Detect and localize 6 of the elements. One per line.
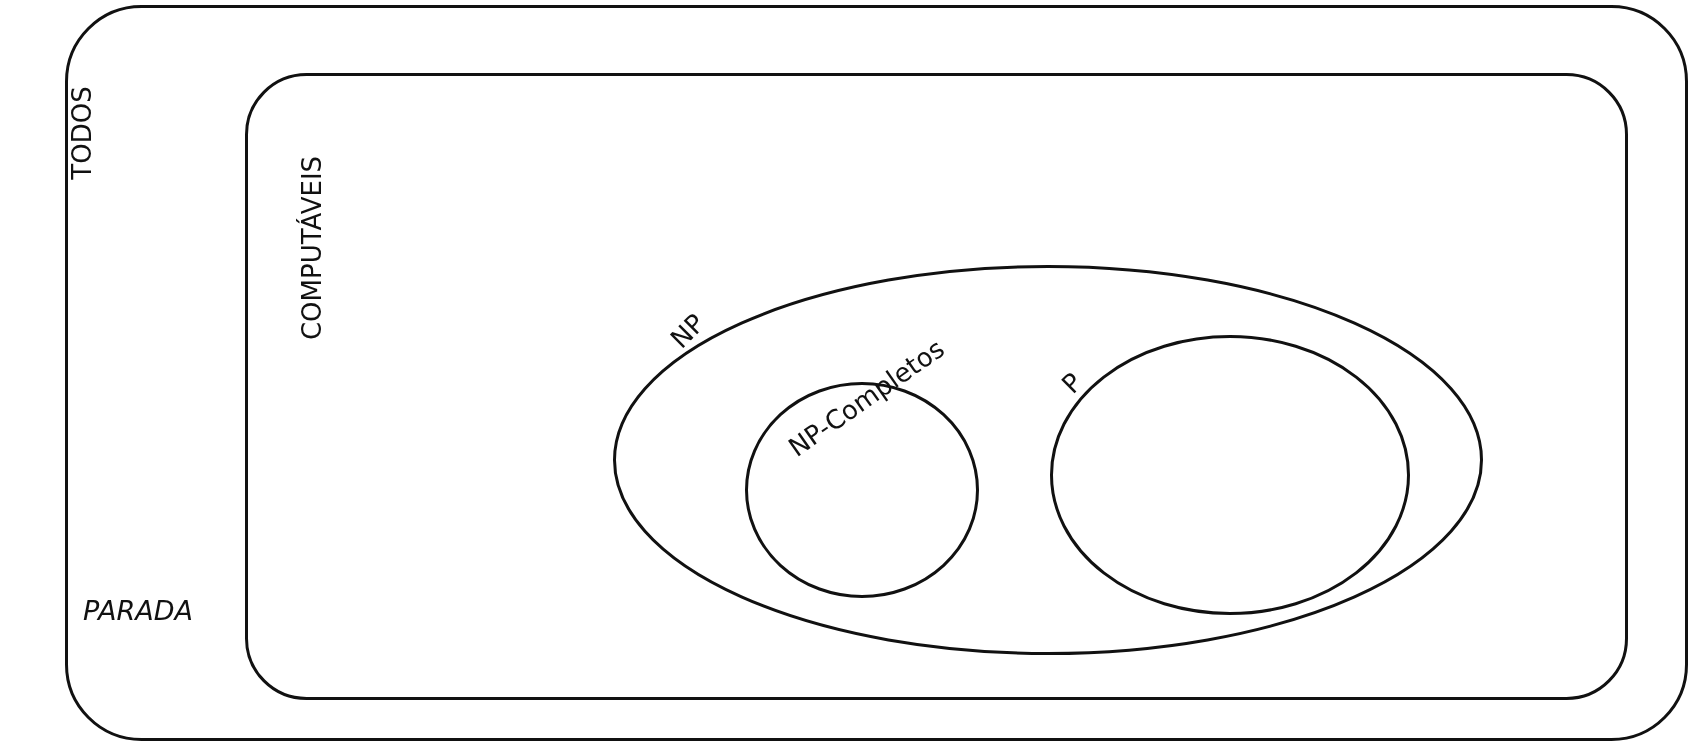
set-name: NP	[665, 309, 710, 353]
np-set-ellipse	[613, 265, 1483, 655]
set-name: P	[1057, 368, 1087, 398]
p-set-ellipse	[1050, 335, 1410, 615]
set-name: TODOS	[68, 86, 95, 180]
region-label: PARADA	[83, 597, 193, 624]
